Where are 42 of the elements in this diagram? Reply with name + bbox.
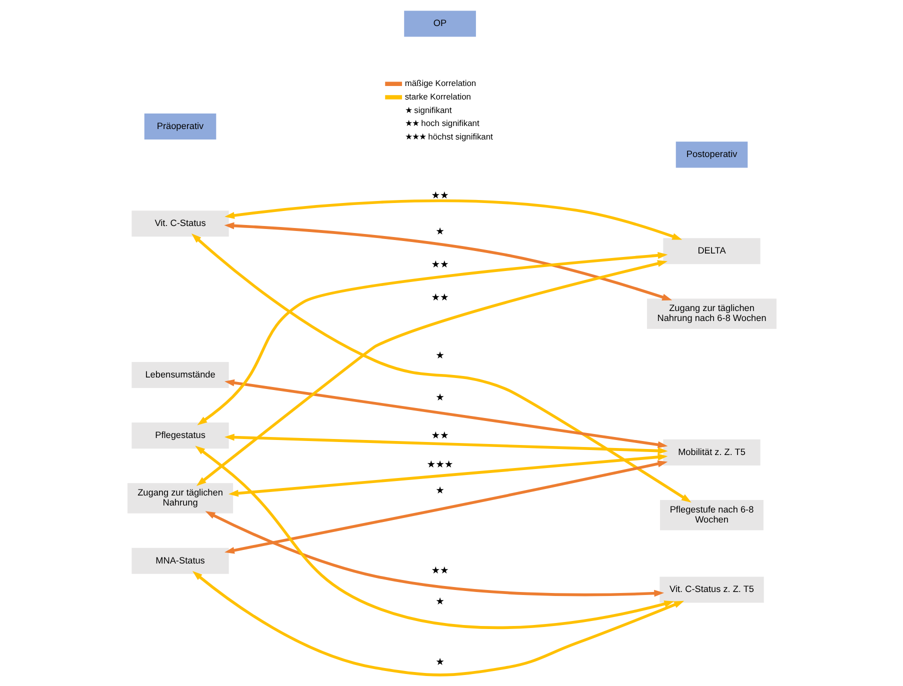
legend-label: ★ signifikant: [404, 104, 452, 115]
edge-label: ★: [435, 350, 444, 362]
arrow: [204, 511, 664, 597]
edge-label: ★★: [430, 292, 448, 304]
arrow: [224, 379, 668, 448]
arrow: [224, 434, 668, 454]
arrow: [192, 571, 684, 676]
node-box: Mobilität z. Z. T5: [662, 439, 760, 466]
legend-label: mäßige Korrelation: [404, 78, 476, 88]
arrow: [196, 252, 668, 426]
edge-label: ★★: [430, 566, 448, 577]
node-box: DELTA: [662, 238, 760, 264]
arrow: [228, 454, 668, 497]
edge-label: ★: [435, 657, 444, 668]
edge-label: ★: [435, 226, 444, 238]
node-box: Postoperativ: [675, 142, 748, 168]
node-box: Zugang zur täglichen Nahrung: [126, 483, 233, 514]
arrow: [190, 234, 691, 503]
edge-label: ★: [435, 392, 444, 404]
node-box: Präoperativ: [144, 113, 216, 140]
arrow: [224, 199, 682, 240]
node-box: Lebensumstände: [131, 362, 228, 388]
node-box: Pflegestufe nach 6-8 Wochen: [660, 500, 764, 530]
edge-label: ★: [435, 485, 444, 496]
node-box: MNA-Status: [131, 548, 228, 574]
legend-label: starke Korrelation: [404, 91, 470, 102]
arrow: [196, 260, 668, 486]
arrow: [224, 222, 672, 300]
arrow: [194, 446, 674, 630]
node-box: Vit. C-Status: [131, 210, 228, 237]
node-box: Vit. C-Status z. Z. T5: [659, 576, 764, 603]
legend-label: ★★★ höchst signifikant: [404, 132, 492, 142]
node-box: Zugang zur täglichen Nahrung nach 6-8 Wochen: [646, 298, 776, 329]
edge-label: ★★: [430, 190, 448, 202]
edge-label: ★★: [430, 430, 448, 442]
arrow: [224, 460, 668, 554]
edge-label: ★★★: [426, 459, 453, 470]
legend-label: ★★ hoch signifikant: [404, 118, 479, 128]
node-box: Pflegestatus: [131, 422, 228, 449]
edge-label: ★: [435, 596, 444, 608]
edge-label: ★★: [430, 259, 448, 270]
node-box: OP: [404, 10, 476, 37]
